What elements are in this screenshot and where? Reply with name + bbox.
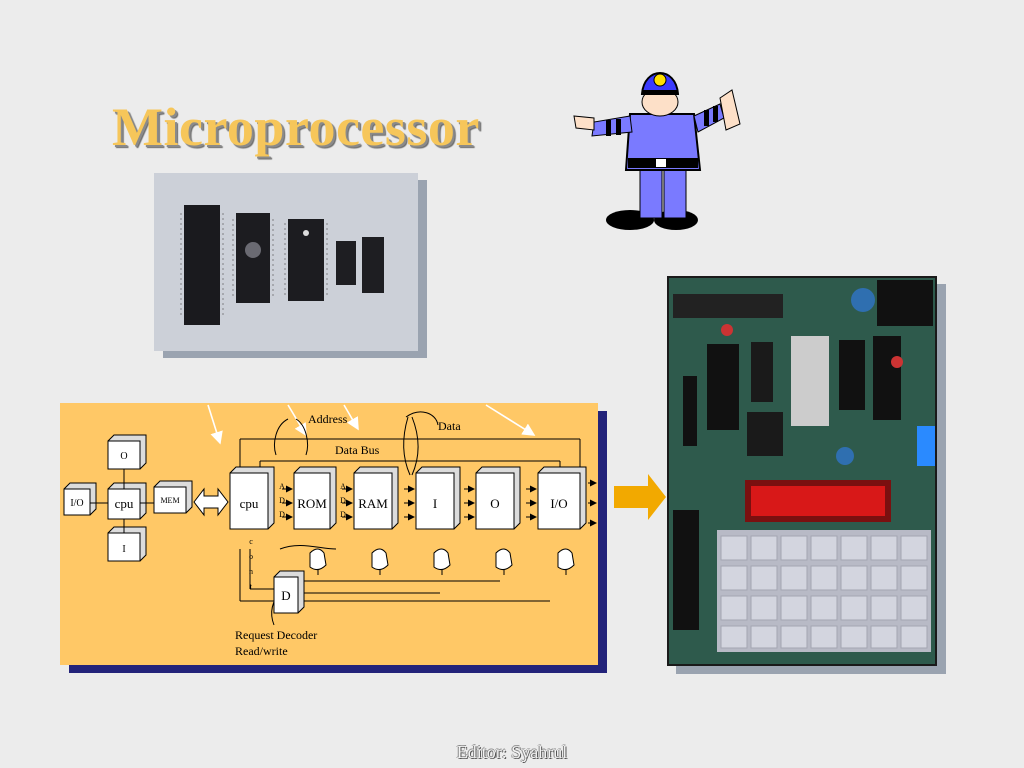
add-letter: D — [279, 510, 285, 519]
bus-block-io-label: I/O — [550, 496, 567, 511]
bus-block-io — [537, 472, 581, 530]
decoder-block-label: D — [281, 588, 290, 603]
bus-block-o-label: O — [490, 496, 499, 511]
bus-block-cpu-label: cpu — [240, 496, 259, 511]
bus-block-rom — [293, 472, 331, 530]
data-bus-label: Data Bus — [335, 443, 380, 457]
block-cpu-left-label: cpu — [115, 496, 134, 511]
cont-letter: n — [249, 567, 253, 576]
add-letter: D — [279, 496, 285, 505]
hand-connector-icon — [433, 548, 451, 571]
block-i — [107, 532, 141, 562]
add-letter: A — [340, 482, 346, 491]
block-o — [107, 440, 141, 470]
double-arrow-icon — [193, 487, 229, 517]
decoder-block — [273, 576, 299, 614]
bus-block-cpu — [229, 472, 269, 530]
add-letter: A — [279, 482, 285, 491]
block-mem-label: MEM — [160, 496, 179, 505]
block-io-left-label: I/O — [70, 498, 83, 509]
bus-block-o — [475, 472, 515, 530]
bus-block-rom-label: ROM — [297, 496, 327, 511]
block-io-left — [63, 488, 91, 516]
bus-block-ram — [353, 472, 393, 530]
add-letter: D — [340, 496, 346, 505]
hand-connector-icon — [309, 548, 327, 571]
hand-connector-icon — [371, 548, 389, 571]
arrow-right-icon — [614, 474, 666, 520]
bus-block-ram-label: RAM — [358, 496, 388, 511]
block-mem — [153, 486, 187, 514]
hand-connector-icon — [557, 548, 575, 571]
ic-chips-photo — [154, 173, 418, 351]
cont-letter: c — [249, 537, 253, 546]
block-i-label: I — [122, 544, 125, 555]
slide-footer: Editor: Syahrul — [456, 742, 568, 762]
cont-letter: o — [249, 552, 253, 561]
read-write-label: Read/write — [235, 644, 288, 658]
request-decoder-label: Request Decoder — [235, 628, 317, 642]
bus-block-i — [415, 472, 455, 530]
address-label: Address — [308, 412, 348, 426]
bus-block-i-label: I — [433, 496, 437, 511]
microprocessor-system-diagram: O I/O cpu MEM I — [60, 403, 598, 665]
data-label: Data — [438, 419, 461, 433]
add-letter: D — [340, 510, 346, 519]
police-officer-clipart — [573, 72, 741, 230]
cont-letter: t — [250, 582, 253, 591]
slide-title: Microprocessor — [112, 97, 480, 157]
trainer-board-photo — [667, 276, 937, 666]
hand-connector-icon — [495, 548, 513, 571]
block-o-label: O — [120, 451, 127, 462]
